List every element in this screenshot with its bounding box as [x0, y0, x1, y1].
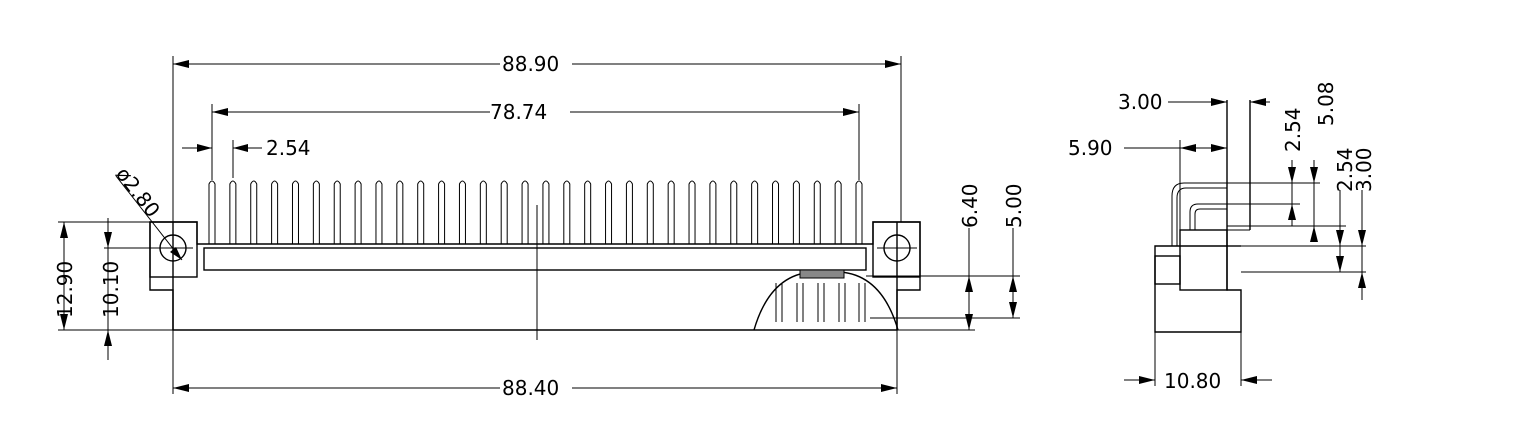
pin — [813, 180, 821, 244]
side-body-outline — [1154, 245, 1242, 333]
label-right-a: 6.40 — [958, 183, 982, 228]
label-right-b: 5.00 — [1002, 183, 1026, 228]
pin — [855, 180, 863, 244]
dim-side-top-b: 2.54 — [1227, 107, 1320, 226]
pin — [772, 180, 780, 244]
pin — [312, 180, 320, 244]
label-overall-width: 88.90 — [502, 52, 559, 76]
dim-side-bottom: 10.80 — [1124, 332, 1272, 393]
dim-hole-diameter: ø2.80 — [111, 162, 183, 261]
side-pin-outer-2 — [1176, 187, 1227, 246]
pin — [625, 180, 633, 244]
pin — [458, 180, 466, 244]
side-pin-outer — [1171, 182, 1227, 246]
dim-pitch: 2.54 — [182, 136, 311, 178]
pin — [500, 180, 508, 244]
pin — [709, 180, 717, 244]
pin — [542, 180, 550, 244]
dim-right-b: 5.00 — [870, 183, 1026, 319]
side-pin-middle — [1189, 203, 1227, 230]
side-insulator — [1179, 229, 1228, 291]
pin — [271, 180, 279, 244]
dim-side-left-a: 5.90 — [1068, 136, 1227, 230]
dim-pin-span: 78.74 — [211, 100, 860, 180]
pin — [291, 180, 299, 244]
pin — [646, 180, 654, 244]
pin — [751, 180, 759, 244]
pin — [584, 180, 592, 244]
cutout-hatch — [799, 269, 845, 279]
label-side-right-a: 2.54 — [1333, 147, 1357, 192]
pin — [396, 180, 404, 244]
dim-side-right-a: 2.54 — [1227, 147, 1366, 273]
dim-height-body: 10.10 — [99, 218, 160, 360]
pin — [250, 180, 258, 244]
pin — [730, 180, 738, 244]
label-pin-span: 78.74 — [490, 100, 547, 124]
pin — [667, 180, 675, 244]
label-side-top-b: 2.54 — [1281, 107, 1305, 152]
label-side-right-b: 3.00 — [1352, 147, 1376, 192]
side-flange — [1154, 255, 1181, 285]
side-view: 3.00 5.90 2.54 5.08 — [1068, 81, 1376, 393]
pin — [563, 180, 571, 244]
label-hole-diameter: ø2.80 — [111, 162, 165, 222]
pin — [229, 180, 237, 244]
label-side-left-a: 5.90 — [1068, 136, 1113, 160]
pin — [354, 180, 362, 244]
pin — [479, 180, 487, 244]
dim-right-a: 6.40 — [866, 183, 1020, 331]
cutout-pins — [775, 283, 866, 322]
dim-side-right-b: 3.00 — [1352, 147, 1376, 300]
pin — [605, 180, 613, 244]
right-mount-ear — [872, 221, 921, 278]
label-height-body: 10.10 — [99, 261, 123, 318]
dim-height-total: 12.90 — [53, 221, 173, 331]
label-pitch: 2.54 — [266, 136, 311, 160]
pin — [834, 180, 842, 244]
dim-bottom-width: 88.40 — [172, 330, 898, 400]
pin — [688, 180, 696, 244]
pin — [375, 180, 383, 244]
dim-side-top-a: 3.00 — [1118, 90, 1270, 114]
front-view: 88.90 78.74 2.54 ø2.80 — [53, 52, 1026, 400]
pin — [521, 180, 529, 244]
pin-row — [208, 180, 863, 244]
label-side-top-a: 3.00 — [1118, 90, 1163, 114]
pin — [417, 180, 425, 244]
dim-overall-width: 88.90 — [172, 52, 902, 222]
label-side-top-c: 5.08 — [1314, 81, 1338, 126]
insulator-strip — [203, 247, 867, 271]
pin — [333, 180, 341, 244]
label-side-bottom: 10.80 — [1164, 369, 1221, 393]
label-height-total: 12.90 — [53, 261, 77, 318]
label-bottom-width: 88.40 — [502, 376, 559, 400]
side-pin-middle-2 — [1194, 208, 1227, 230]
pin — [208, 180, 216, 244]
dim-side-top-c: 5.08 — [1310, 81, 1338, 242]
pin — [792, 180, 800, 244]
pin — [438, 180, 446, 244]
